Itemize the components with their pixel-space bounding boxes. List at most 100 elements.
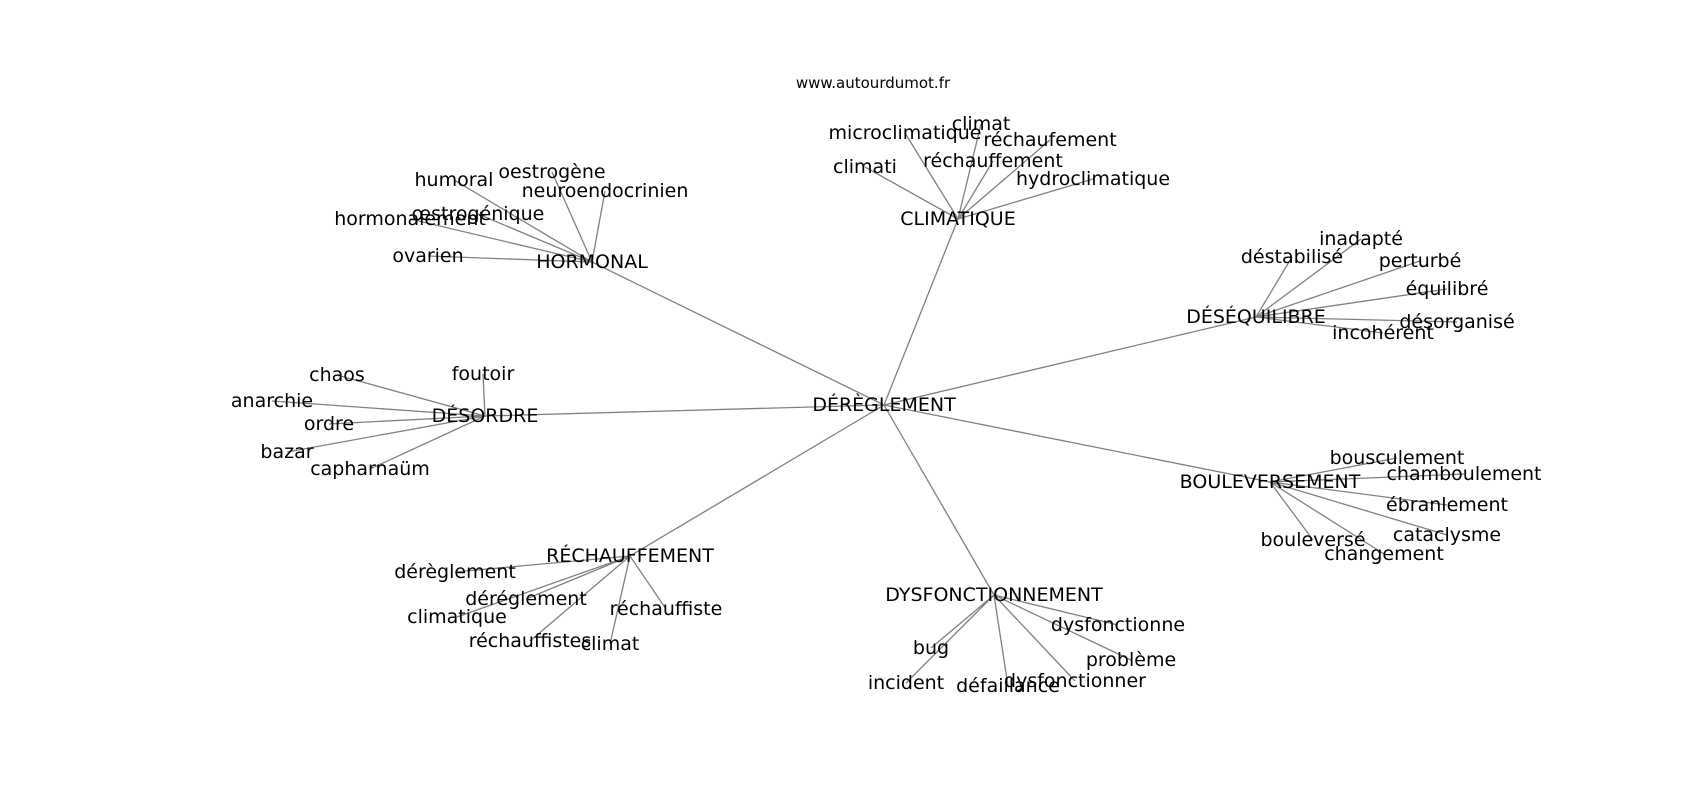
leaf-node: climat [952,113,1011,135]
leaf-node: ovarien [392,245,463,267]
leaf-node: climatique [407,606,507,628]
leaf-node: dysfonctionne [1051,614,1185,636]
leaf-edge [1255,256,1293,318]
leaf-node: problème [1086,649,1176,671]
leaf-edge [453,179,593,263]
leaf-edge [529,555,631,642]
leaf-node: climati [833,156,897,178]
leaf-edge [1269,457,1398,483]
cluster-node: DYSFONCTIONNEMENT [885,584,1103,606]
leaf-edge [1269,473,1465,483]
leaf-edge [957,123,982,220]
leaf-edge [1269,481,1314,541]
leaf-edge [454,555,631,573]
leaf-edge [1255,316,1458,323]
leaf-edge [1255,260,1421,318]
leaf-edge [904,132,959,220]
leaf-node: déstabilisé [1241,246,1343,268]
leaf-node: œstrogénique [412,203,545,225]
cluster-node: HORMONAL [536,251,648,273]
leaf-node: cataclysme [1393,524,1501,546]
center-edge [883,404,995,596]
leaf-edge [1255,288,1448,318]
leaf-node: chaos [309,364,365,386]
leaf-node: défaillance [956,675,1060,697]
leaf-node: neuroendocrinien [522,180,689,202]
leaf-edge [286,415,486,453]
leaf-node: équilibré [1406,278,1489,300]
leaf-edge [1269,481,1448,506]
leaf-edge [957,160,994,220]
leaf-edge [591,190,606,263]
leaf-edge [905,594,995,684]
leaf-node: bazar [260,441,313,463]
center-edge [591,261,885,406]
leaf-node: réchaufement [983,129,1116,151]
leaf-edge [629,555,667,610]
cluster-node: RÉCHAUFFEMENT [546,544,714,567]
cluster-node: BOULEVERSEMENT [1180,471,1361,493]
leaf-node: réchauffement [923,150,1063,172]
center-node: DÉRÈGLEMENT [812,393,956,416]
leaf-edge [427,255,593,263]
leaf-node: humoral [415,169,494,191]
leaf-edge [957,178,1094,220]
center-edge [629,404,885,557]
graph-edges [271,123,1465,687]
leaf-edge [1255,316,1384,334]
leaf-edge [551,171,593,263]
leaf-node: foutoir [452,363,515,385]
leaf-edge [993,594,1076,682]
leaf-node: microclimatique [829,122,982,144]
leaf-edge [609,555,631,645]
leaf-edge [993,594,1132,661]
leaf-node: chamboulement [1386,463,1541,485]
center-edge [484,404,885,417]
leaf-node: hormonalement [334,208,486,230]
leaf-node: incohérent [1332,322,1434,344]
leaf-node: oestrogène [498,161,605,183]
leaf-node: déréglement [465,588,587,610]
leaf-node: bouleversé [1260,529,1365,551]
leaf-edge [477,213,593,263]
leaf-node: réchauffistes [469,630,592,652]
center-edge [883,404,1271,483]
leaf-edge [456,555,631,618]
leaf-node: ordre [304,413,354,435]
site-label: www.autourdumot.fr [796,74,951,92]
center-edge [883,316,1257,406]
center-edge [883,218,959,406]
leaf-node: inadapté [1319,228,1403,250]
cluster-node: DÉSÉQUILIBRE [1186,305,1326,328]
leaf-node: bousculement [1330,447,1465,469]
leaf-edge [993,594,1119,626]
leaf-node: anarchie [231,390,313,412]
leaf-edge [336,374,486,417]
leaf-edge [1269,481,1385,555]
leaf-edge [993,594,1009,687]
leaf-node: bug [913,637,949,659]
leaf-node: changement [1324,543,1444,565]
leaf-node: ébranlement [1386,494,1508,516]
leaf-edge [957,139,1051,220]
leaf-edge [482,373,486,417]
leaf-node: capharnaüm [310,458,430,480]
leaf-node: climat [581,633,640,655]
leaf-node: dysfonctionner [1004,670,1146,692]
leaf-edge [864,166,959,220]
leaf-node: dérèglement [394,561,516,583]
leaf-edge [1255,238,1362,318]
leaf-node: incident [868,672,944,694]
leaf-edge [369,415,486,470]
leaf-node: désorganisé [1399,311,1514,333]
cluster-node: DÉSORDRE [432,404,539,427]
cluster-node: CLIMATIQUE [900,208,1015,230]
leaf-edge [409,218,593,263]
leaf-node: réchauffiste [610,598,723,620]
leaf-edge [930,594,995,649]
leaf-edge [1269,481,1448,536]
leaf-edge [271,400,486,417]
leaf-edge [328,415,486,425]
leaf-node: hydroclimatique [1016,168,1170,190]
